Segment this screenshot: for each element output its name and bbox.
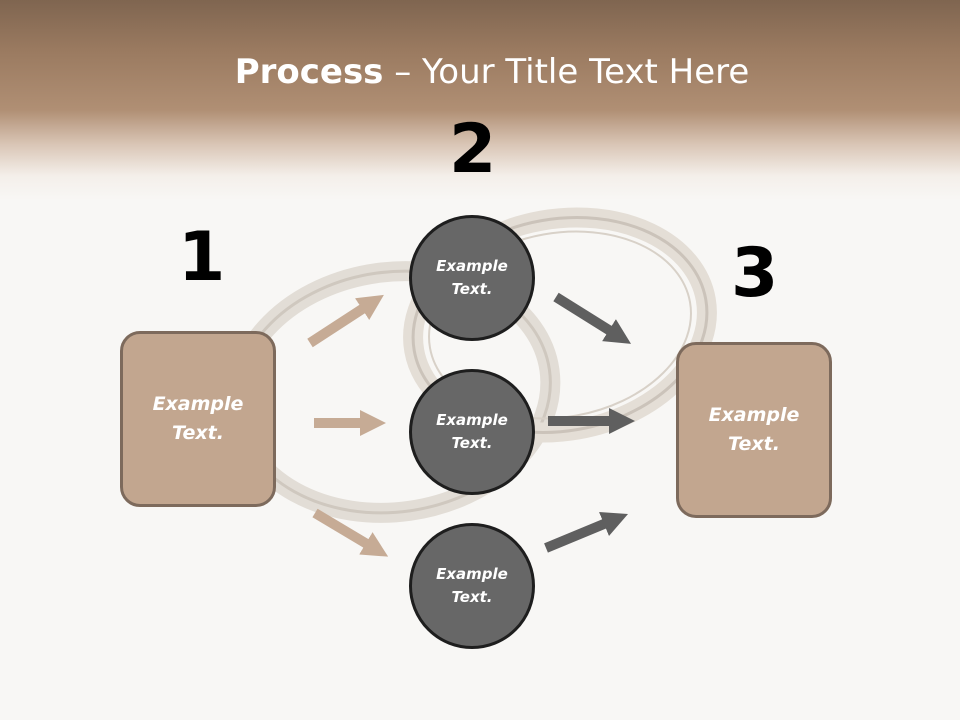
step-number-3: 3 bbox=[731, 234, 779, 313]
left-box-text: Example Text. bbox=[152, 393, 244, 444]
arrow-left-to-top bbox=[307, 294, 384, 348]
arrow-left-to-bottom bbox=[312, 508, 389, 557]
slide-title: Process – Your Title Text Here bbox=[0, 52, 960, 92]
circle-top: Example Text. bbox=[409, 215, 535, 341]
header-band bbox=[0, 0, 960, 200]
right-box-text: Example Text. bbox=[708, 404, 800, 455]
circle-middle: Example Text. bbox=[409, 369, 535, 495]
arrow-top-to-right bbox=[553, 292, 632, 344]
circle-top-text: Example Text. bbox=[436, 257, 508, 298]
arrow-bottom-to-right bbox=[544, 511, 629, 553]
right-box: Example Text. bbox=[676, 342, 832, 518]
circle-bottom: Example Text. bbox=[409, 523, 535, 649]
step-number-2: 2 bbox=[449, 110, 497, 189]
title-bold: Process bbox=[234, 52, 384, 92]
title-rest: – Your Title Text Here bbox=[383, 52, 750, 92]
step-number-1: 1 bbox=[178, 218, 226, 297]
left-box: Example Text. bbox=[120, 331, 276, 507]
circle-bottom-text: Example Text. bbox=[436, 565, 508, 606]
circle-middle-text: Example Text. bbox=[436, 411, 508, 452]
